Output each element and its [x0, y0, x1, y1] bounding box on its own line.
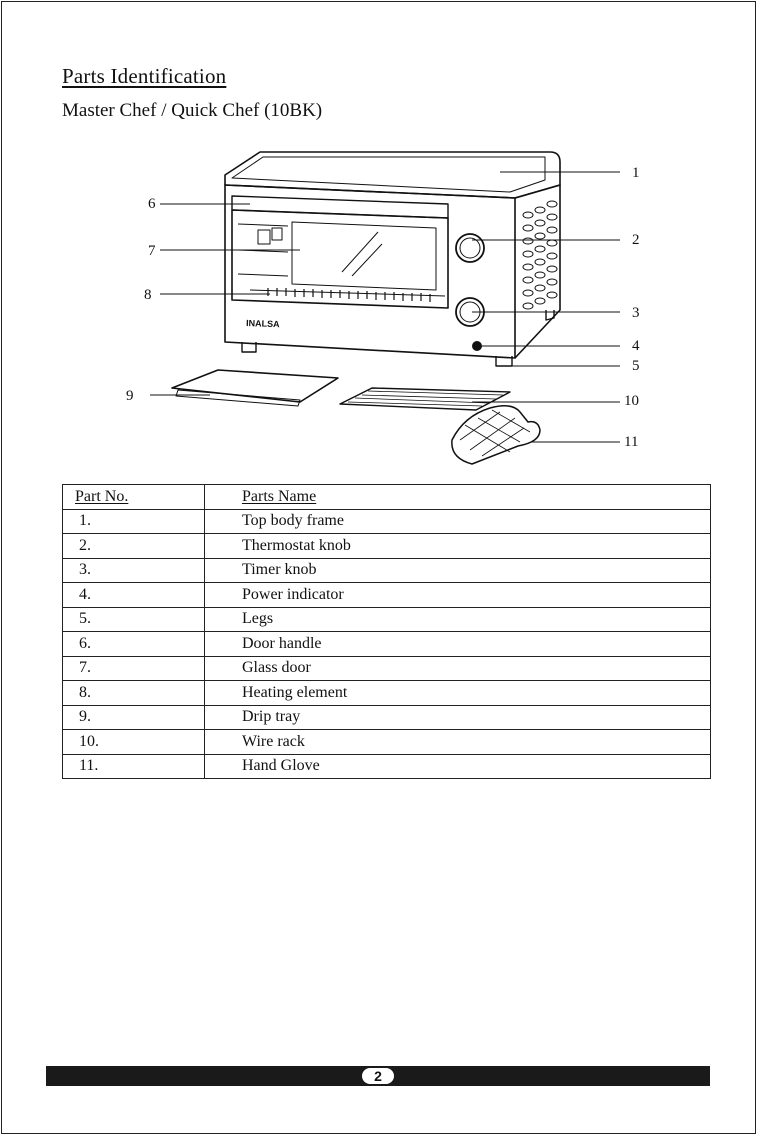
callout-3: 3	[632, 305, 640, 321]
callout-9: 9	[126, 388, 134, 404]
callout-1: 1	[632, 165, 640, 181]
table-row: 5.Legs	[63, 607, 711, 632]
callout-8: 8	[144, 287, 152, 303]
callout-10: 10	[624, 393, 639, 409]
part-number: 8.	[63, 681, 205, 706]
callout-5: 5	[632, 358, 640, 374]
table-row: 8.Heating element	[63, 681, 711, 706]
header-part-no: Part No.	[63, 485, 205, 510]
part-number: 7.	[63, 656, 205, 681]
section-title: Parts Identification	[62, 64, 226, 89]
part-number: 11.	[63, 754, 205, 779]
table-row: 9.Drip tray	[63, 705, 711, 730]
callout-7: 7	[148, 243, 156, 259]
callout-2: 2	[632, 232, 640, 248]
table-row: 11.Hand Glove	[63, 754, 711, 779]
heating-element	[250, 290, 445, 296]
side-vents	[523, 201, 557, 309]
table-header-row: Part No. Parts Name	[63, 485, 711, 510]
part-number: 9.	[63, 705, 205, 730]
part-name: Legs	[205, 607, 711, 632]
callout-6: 6	[148, 196, 156, 212]
part-number: 1.	[63, 509, 205, 534]
oven-parts-diagram: INALSA 1 2 3 4 5 6 7 8 9 10 11	[120, 140, 660, 480]
table-row: 4.Power indicator	[63, 583, 711, 608]
part-name: Thermostat knob	[205, 534, 711, 559]
part-name: Hand Glove	[205, 754, 711, 779]
page-number: 2	[362, 1068, 394, 1084]
part-number: 2.	[63, 534, 205, 559]
table-row: 2.Thermostat knob	[63, 534, 711, 559]
table-row: 3.Timer knob	[63, 558, 711, 583]
part-name: Drip tray	[205, 705, 711, 730]
part-number: 6.	[63, 632, 205, 657]
model-title: Master Chef / Quick Chef (10BK)	[62, 100, 322, 122]
table-row: 6.Door handle	[63, 632, 711, 657]
callout-4: 4	[632, 338, 640, 354]
callout-11: 11	[624, 434, 638, 450]
oven-top-body	[225, 152, 560, 198]
part-number: 4.	[63, 583, 205, 608]
part-name: Timer knob	[205, 558, 711, 583]
part-name: Glass door	[205, 656, 711, 681]
table-row: 1.Top body frame	[63, 509, 711, 534]
part-name: Heating element	[205, 681, 711, 706]
brand-logo: INALSA	[246, 318, 280, 329]
part-name: Door handle	[205, 632, 711, 657]
part-number: 10.	[63, 730, 205, 755]
part-number: 5.	[63, 607, 205, 632]
table-row: 7.Glass door	[63, 656, 711, 681]
header-parts-name: Parts Name	[205, 485, 711, 510]
table-row: 10.Wire rack	[63, 730, 711, 755]
parts-table: Part No. Parts Name 1.Top body frame 2.T…	[62, 484, 711, 779]
part-name: Top body frame	[205, 509, 711, 534]
drip-tray	[172, 370, 338, 402]
part-name: Power indicator	[205, 583, 711, 608]
part-number: 3.	[63, 558, 205, 583]
part-name: Wire rack	[205, 730, 711, 755]
